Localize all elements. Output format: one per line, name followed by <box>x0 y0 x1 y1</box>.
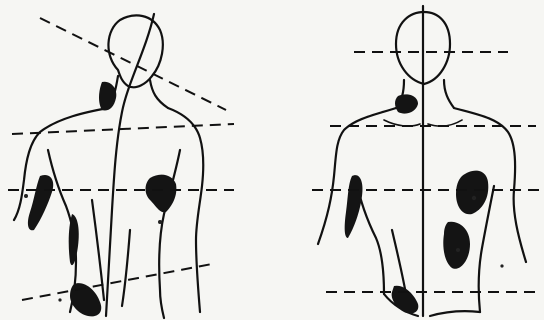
left-spine-line <box>106 14 154 316</box>
left-reference-lines <box>8 18 234 300</box>
left-shadow-marks <box>24 82 176 317</box>
right-reference-lines <box>312 52 540 292</box>
